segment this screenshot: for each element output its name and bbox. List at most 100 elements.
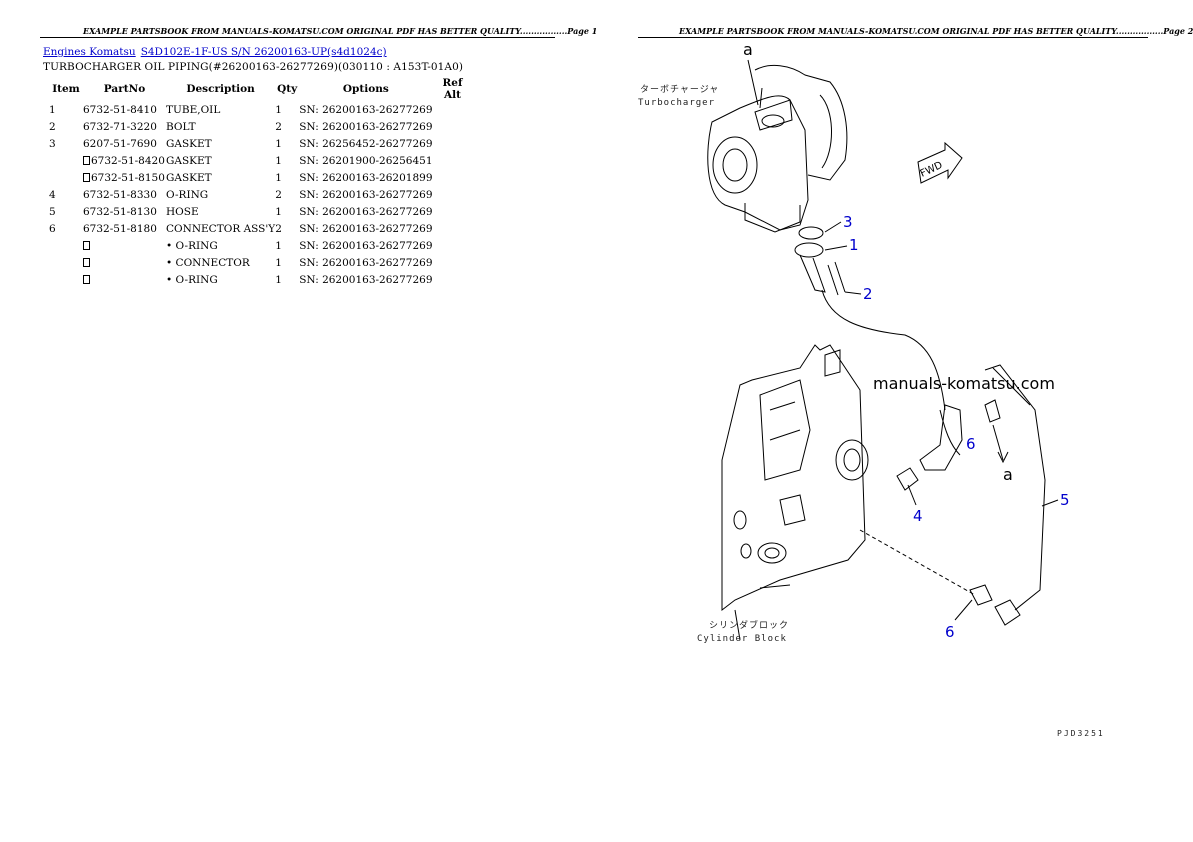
cell-qty-text: 1: [275, 239, 282, 252]
alternate-part-box-icon: [83, 274, 90, 284]
cell-description: GASKET: [166, 135, 275, 152]
cell-options-text: SN: 26200163-26277269: [299, 120, 433, 133]
breadcrumb-link-engines[interactable]: Engines Komatsu: [43, 46, 136, 58]
callout-6-top: 6: [966, 435, 976, 453]
cell-qty-text: 2: [275, 222, 282, 235]
cell-description: TUBE,OIL: [166, 101, 275, 118]
page1-header: EXAMPLE PARTSBOOK FROM MANUALS-KOMATSU.C…: [83, 26, 598, 36]
turbocharger-drawing: [707, 64, 848, 233]
column-header-description: Description: [186, 83, 255, 95]
cell-qty-text: 1: [275, 273, 282, 286]
cell-options-text: SN: 26200163-26277269: [299, 273, 433, 286]
cell-description: BOLT: [166, 118, 275, 135]
cell-partno-text: 6732-51-8410: [83, 103, 157, 116]
parts-diagram: a ターボチャージャ Turbocharger FWD 3 1 2 シリンダブロ…: [638, 40, 1103, 738]
cell-description-text: HOSE: [166, 205, 199, 218]
cell-item: 6: [43, 220, 83, 237]
cell-options: SN: 26256452-26277269: [299, 135, 432, 152]
cell-item: [43, 254, 83, 271]
cell-description-text: • O-RING: [166, 273, 218, 286]
callout-6-bottom: 6: [945, 623, 955, 641]
cell-ref-alt: [433, 271, 473, 288]
cell-ref-alt: [433, 186, 473, 203]
cell-partno: 6732-51-8150: [83, 169, 166, 186]
cell-qty: 1: [275, 203, 299, 220]
cell-options-text: SN: 26200163-26277269: [299, 205, 433, 218]
cell-partno-text: 6732-51-8330: [83, 188, 157, 201]
cell-description-text: GASKET: [166, 137, 212, 150]
alternate-part-box-icon: [83, 172, 90, 182]
cell-item-text: 3: [49, 137, 56, 150]
cell-partno-text: 6732-51-8130: [83, 205, 157, 218]
column-header-partno: PartNo: [103, 83, 146, 95]
cell-partno: 6732-51-8420: [83, 152, 166, 169]
cell-ref-alt: [433, 135, 473, 152]
alternate-part-box-icon: [83, 257, 90, 267]
cell-item: 3: [43, 135, 83, 152]
cell-ref-alt: [433, 254, 473, 271]
block-label: Cylinder Block: [697, 634, 787, 644]
forward-arrow-icon: FWD: [917, 141, 963, 184]
cell-options-text: SN: 26200163-26277269: [299, 256, 433, 269]
cell-options: SN: 26201900-26256451: [299, 152, 432, 169]
callout-5: 5: [1060, 491, 1070, 509]
cell-ref-alt: [433, 101, 473, 118]
cell-options-text: SN: 26200163-26277269: [299, 239, 433, 252]
breadcrumb: Engines Komatsu S4D102E-1F-US S/N 2620016…: [43, 46, 387, 58]
watermark: manuals-komatsu.com: [873, 374, 1055, 393]
cell-description: • O-RING: [166, 237, 275, 254]
cell-item: 1: [43, 101, 83, 118]
cell-qty: 1: [275, 135, 299, 152]
page2-header: EXAMPLE PARTSBOOK FROM MANUALS-KOMATSU.C…: [679, 26, 1193, 36]
cell-options-text: SN: 26256452-26277269: [299, 137, 433, 150]
cell-description: • O-RING: [166, 271, 275, 288]
cell-partno-text: 6732-51-8420: [91, 154, 165, 167]
cell-partno: 6732-51-8330: [83, 186, 166, 203]
cell-options: SN: 26200163-26277269: [299, 118, 432, 135]
cell-qty: 1: [275, 254, 299, 271]
parts-table: Item PartNo Description Qty Options Ref …: [43, 77, 473, 288]
cell-item-text: 2: [49, 120, 56, 133]
cell-partno: [83, 271, 166, 288]
column-header-qty: Qty: [277, 83, 298, 95]
cell-options: SN: 26200163-26277269: [299, 186, 432, 203]
cell-ref-alt: [433, 169, 473, 186]
cell-ref-alt: [433, 118, 473, 135]
cell-qty: 1: [275, 152, 299, 169]
callout-2: 2: [863, 285, 873, 303]
cell-qty-text: 1: [275, 137, 282, 150]
label-a-right: a: [1003, 465, 1013, 484]
table-row: • O-RING 1 SN: 26200163-26277269: [43, 271, 473, 288]
cylinder-block-drawing: [721, 344, 869, 641]
alternate-part-box-icon: [83, 240, 90, 250]
callout-3: 3: [843, 213, 853, 231]
cell-description: GASKET: [166, 152, 275, 169]
cell-description: • CONNECTOR: [166, 254, 275, 271]
cell-options-text: SN: 26200163-26201899: [299, 171, 433, 184]
cell-description: CONNECTOR ASS'Y: [166, 220, 275, 237]
cell-description: O-RING: [166, 186, 275, 203]
cell-description-text: GASKET: [166, 171, 212, 184]
cell-partno: [83, 237, 166, 254]
svg-text:FWD: FWD: [919, 160, 945, 180]
cell-item-text: 5: [49, 205, 56, 218]
breadcrumb-link-model[interactable]: S4D102E-1F-US S/N 26200163-UP(s4d1024c): [140, 46, 387, 58]
cell-item: 5: [43, 203, 83, 220]
cell-qty: 2: [275, 220, 299, 237]
cell-partno-text: 6732-51-8150: [91, 171, 165, 184]
cell-qty-text: 1: [275, 171, 282, 184]
column-header-options: Options: [342, 83, 389, 95]
cell-qty: 1: [275, 271, 299, 288]
cell-description-text: BOLT: [166, 120, 196, 133]
cell-description-text: GASKET: [166, 154, 212, 167]
cell-options-text: SN: 26201900-26256451: [299, 154, 433, 167]
cell-item: [43, 169, 83, 186]
cell-qty-text: 1: [275, 256, 282, 269]
cell-partno: 6207-51-7690: [83, 135, 166, 152]
